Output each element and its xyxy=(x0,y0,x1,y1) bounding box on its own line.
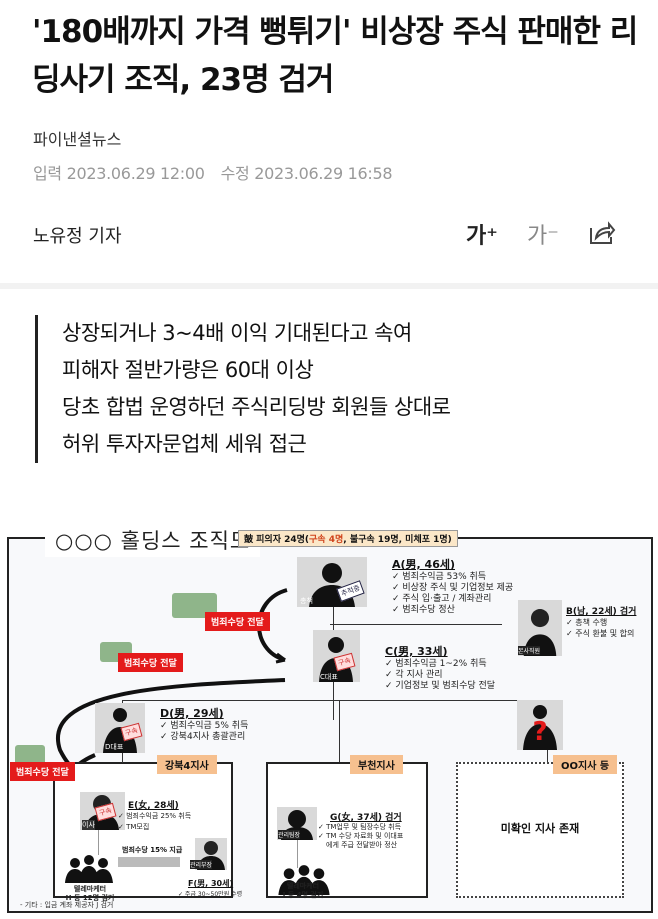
branch-tag: 강북4지사 xyxy=(157,755,217,774)
reporter-name[interactable]: 노유정 기자 xyxy=(33,226,122,247)
chart-title: ○○○ 홀딩스 조직도 xyxy=(45,523,261,557)
connector xyxy=(122,700,540,701)
news-source[interactable]: 파이낸셜뉴스 xyxy=(33,130,122,149)
transfer-label: 범죄수당 전달 xyxy=(205,612,270,631)
pay-label: 범죄수당 15% 지급 xyxy=(122,846,183,854)
role-label: 본사직원 xyxy=(518,646,541,655)
article-dates: 입력 2023.06.29 12:00 수정 2023.06.29 16:58 xyxy=(33,160,408,184)
connector xyxy=(339,700,340,762)
connector xyxy=(297,840,298,868)
person-E-info: E(女, 28세) ✓ 범죄수익금 25% 취득✓ TM모집 xyxy=(118,801,192,831)
transfer-label: 범죄수당 전달 xyxy=(118,653,183,672)
organization-chart-image[interactable]: ○○○ 홀딩스 조직도 皷 피의자 24명(구속 4명, 불구속 19명, 미체… xyxy=(0,520,658,919)
connector xyxy=(122,753,123,763)
summary-line: 피해자 절반가량은 60대 이상 xyxy=(62,358,314,382)
modified-date: 수정 2023.06.29 16:58 xyxy=(220,164,393,183)
connector xyxy=(330,624,502,625)
role-label: 관리부장 xyxy=(190,860,213,869)
person-A-info: A(男, 46세) ✓ 범죄수익금 53% 취득✓ 비상장 주식 및 기업정보 … xyxy=(392,558,514,615)
money-icon xyxy=(15,745,45,765)
font-decrease-button[interactable]: 가⁻ xyxy=(527,224,559,249)
transfer-label: 범죄수당 전달 xyxy=(10,762,75,781)
role-label: C대표 xyxy=(320,673,338,681)
pay-arrow xyxy=(118,857,180,867)
chart-footnote: - 기타 : 입금 계좌 제공자 J 검거 xyxy=(20,901,114,909)
svg-text:?: ? xyxy=(532,717,547,747)
role-label: 이사 xyxy=(82,820,95,830)
telemarketers-I-icon xyxy=(276,863,332,895)
branch-gangbuk4 xyxy=(53,762,233,898)
person-A-photo xyxy=(297,557,367,607)
input-date: 입력 2023.06.29 12:00 xyxy=(33,164,205,183)
person-F-info: F(男, 30세) ✓ 주급 30~50만원 수령 xyxy=(178,879,243,898)
person-G-info: G(女, 37세) 검거 ✓ TM업무 및 팀장수당 취득✓ TM 수당 자료화… xyxy=(318,813,404,849)
branch-others xyxy=(456,762,624,898)
divider xyxy=(0,283,658,289)
connector xyxy=(98,830,99,855)
summary-line: 허위 투자자문업체 세워 접근 xyxy=(62,432,307,456)
share-icon xyxy=(590,221,616,244)
article-title: '180배까지 가격 뻥튀기' 비상장 주식 판매한 리딩사기 조직, 23명 … xyxy=(32,14,638,98)
telemarketers-H-icon xyxy=(65,853,113,883)
person-C-info: C(男, 33세) ✓ 범죄수익금 1~2% 취득✓ 각 지사 관리✓ 기업정보… xyxy=(385,645,496,691)
summary-line: 상장되거나 3~4배 이익 기대된다고 속여 xyxy=(62,321,412,345)
person-D-info: D(男, 29세) ✓ 범죄수익금 5% 취득✓ 강북4지사 총괄관리 xyxy=(160,707,249,742)
role-label: 관리팀장 xyxy=(278,830,301,839)
unknown-branch-label: 미확인 지사 존재 xyxy=(500,822,580,835)
person-B-info: B(남, 22세) 검거 ✓ 총책 수행✓ 주식 환불 및 합의 xyxy=(566,607,637,638)
role-label: 총책 xyxy=(300,597,313,605)
unknown-person-photo: ? xyxy=(517,700,563,750)
branch-tag: 부천지사 xyxy=(350,755,403,774)
article-summary: 상장되거나 3~4배 이익 기대된다고 속여 피해자 절반가량은 60대 이상 … xyxy=(35,315,451,463)
font-increase-button[interactable]: 가⁺ xyxy=(466,224,498,249)
summary-line: 당초 합법 운영하던 주식리딩방 회원들 상대로 xyxy=(62,395,451,419)
share-button[interactable] xyxy=(588,220,616,246)
suspect-count-note: 皷 피의자 24명(구속 4명, 불구속 19명, 미체포 1명) xyxy=(238,530,458,547)
connector xyxy=(547,750,548,762)
role-label: D대표 xyxy=(105,743,124,751)
branch-tag: OO지사 등 xyxy=(553,755,618,774)
